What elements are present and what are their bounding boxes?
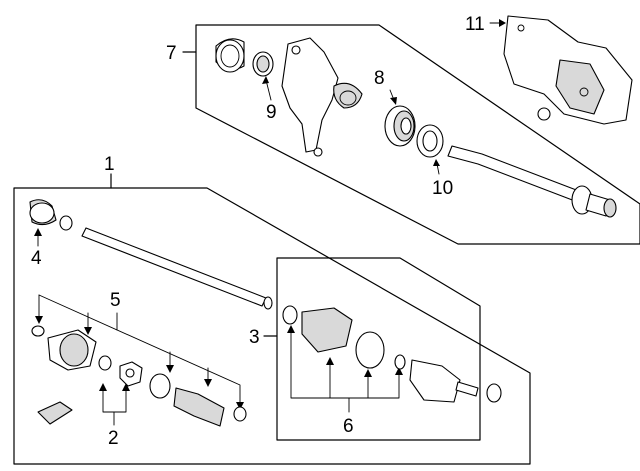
callout-3: 3 — [249, 327, 260, 348]
bearing-part-8 — [384, 89, 416, 147]
callout-9: 9 — [266, 102, 277, 123]
group-5-leaders — [35, 294, 244, 410]
callout-5: 5 — [110, 290, 121, 311]
outer-joint-parts — [282, 305, 502, 403]
inner-joint-parts — [31, 325, 247, 427]
callout-8: 8 — [374, 68, 385, 89]
group-1-frame — [13, 173, 531, 465]
heat-shield-part-11 — [489, 15, 633, 125]
callout-11: 11 — [465, 14, 485, 35]
callout-7: 7 — [166, 43, 177, 64]
callout-1: 1 — [104, 154, 115, 175]
snap-ring-part-10 — [416, 124, 444, 175]
group-3-frame — [263, 257, 481, 441]
callout-10: 10 — [432, 178, 453, 199]
seal-ring-part-9 — [252, 51, 274, 101]
group-2-leaders — [99, 383, 130, 426]
group-6-leaders — [287, 325, 403, 413]
callout-2: 2 — [108, 428, 119, 449]
bearing-bracket-part — [281, 37, 363, 157]
axle-shaft-part — [81, 227, 273, 310]
callout-4: 4 — [31, 248, 42, 269]
callout-6: 6 — [343, 416, 354, 437]
intermediate-shaft-part — [447, 145, 617, 218]
cap-part — [215, 38, 245, 73]
boot-part-4 — [29, 199, 73, 247]
group-7-frame — [182, 24, 640, 245]
